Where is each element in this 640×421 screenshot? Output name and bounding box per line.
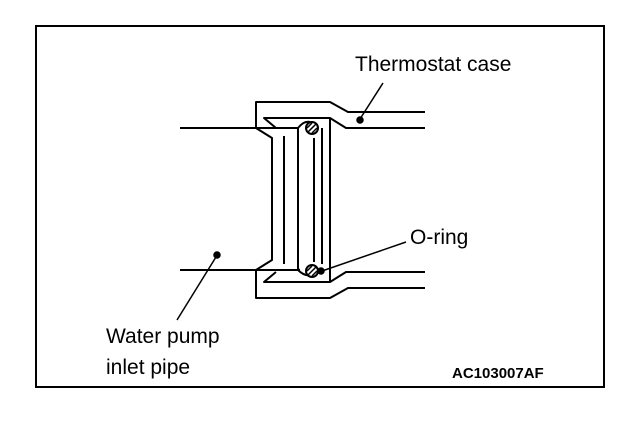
leader-water-pump xyxy=(176,256,217,321)
diagram-frame xyxy=(35,25,605,388)
leader-dot-thermostat-case xyxy=(356,116,364,124)
figure-code: AC103007AF xyxy=(452,365,544,382)
leader-dot-o-ring xyxy=(317,267,325,275)
thermostat-case xyxy=(255,101,425,299)
leader-o-ring xyxy=(321,241,407,272)
label-water-pump-line1: Water pump xyxy=(106,325,220,348)
o-ring xyxy=(305,121,319,278)
leader-lines xyxy=(176,82,407,321)
label-o-ring: O-ring xyxy=(410,226,468,249)
leader-dot-water-pump xyxy=(213,251,221,259)
leader-thermostat-case xyxy=(359,82,384,120)
pipe-end xyxy=(283,120,323,277)
water-pump-inlet-pipe xyxy=(180,127,298,271)
label-water-pump-line2: inlet pipe xyxy=(106,356,190,379)
label-thermostat-case: Thermostat case xyxy=(355,53,511,76)
